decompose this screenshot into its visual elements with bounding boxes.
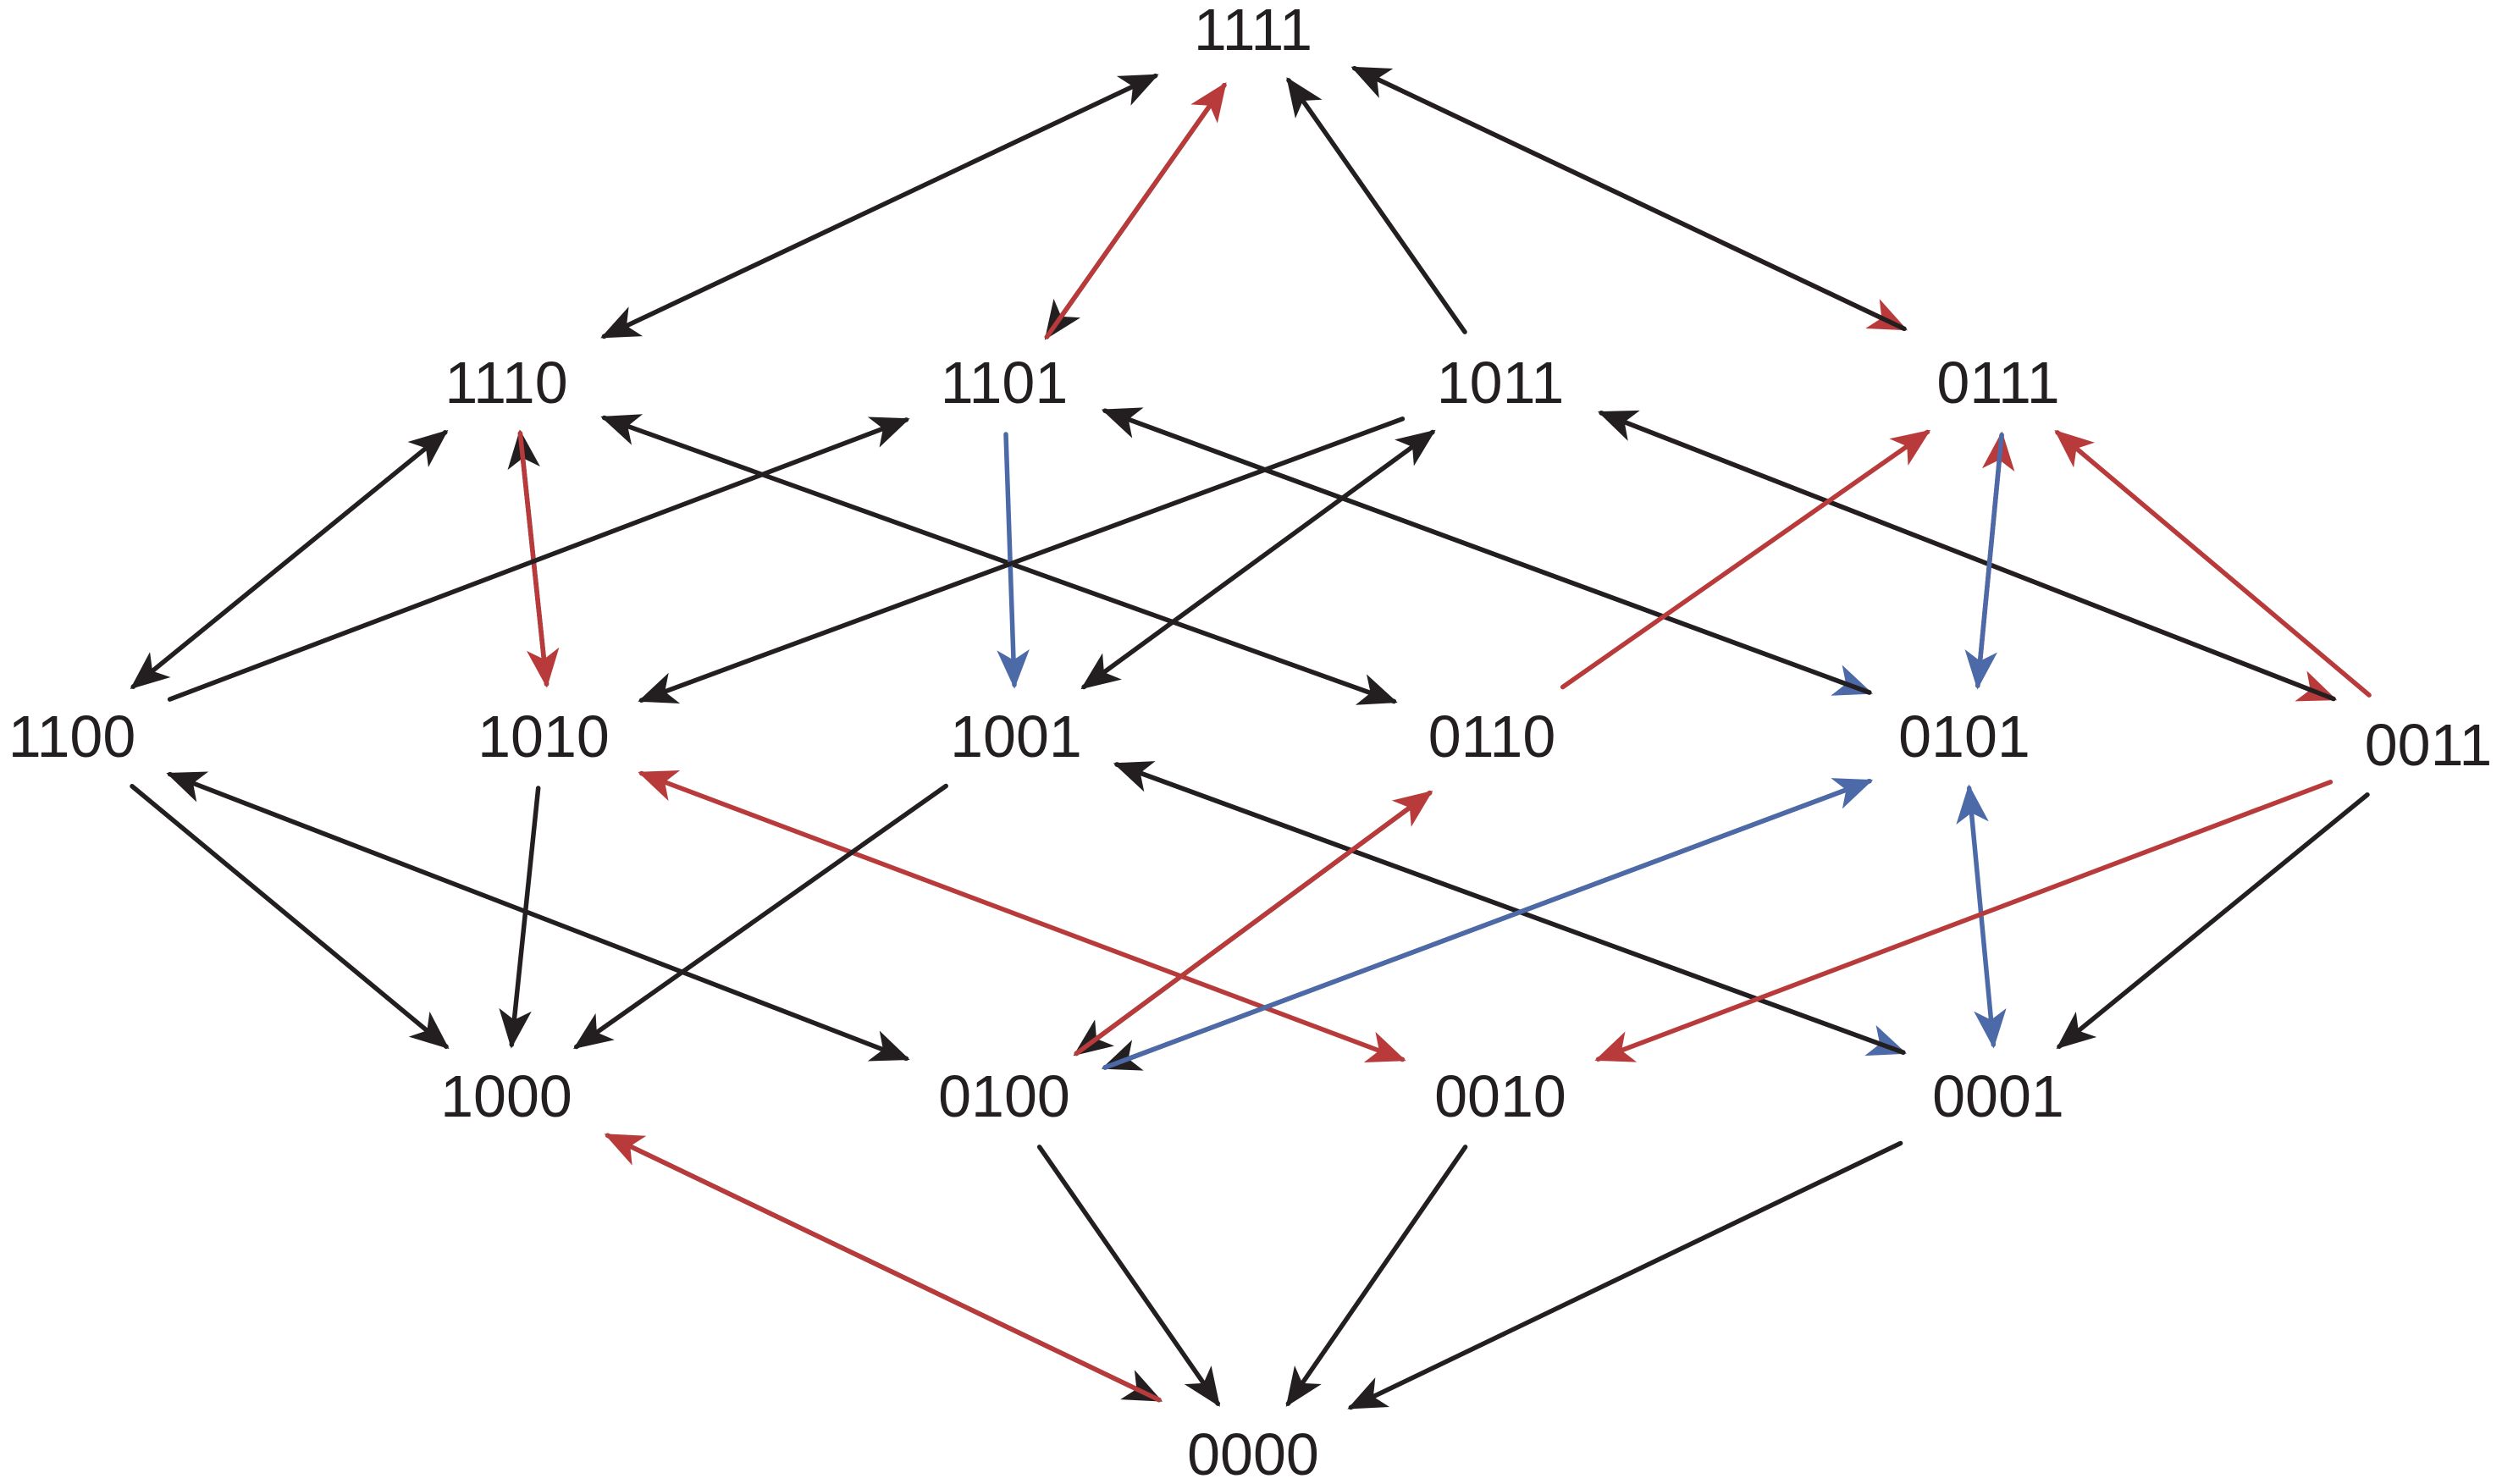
node-0101: 0101	[1898, 703, 2030, 770]
edge-1110-to-1010-red	[517, 431, 560, 688]
edge-0100-to-0101-blue	[1102, 778, 1874, 1070]
edge-1100-to-1110-black	[130, 429, 449, 690]
edge-0100-to-0110-red	[1074, 790, 1433, 1056]
node-1111: 1111	[1194, 0, 1312, 63]
edge-0001-to-0000-black	[1347, 1140, 1903, 1410]
edge-0000-to-1000-red	[604, 1133, 1162, 1403]
edge-1011-to-1010-black	[638, 417, 1406, 703]
edge-1101-to-1111-red	[1044, 81, 1227, 339]
edge-0011-to-0010-red	[1594, 780, 2334, 1062]
edge-1100-to-1101-black	[167, 417, 910, 702]
node-1010: 1010	[478, 703, 610, 770]
edge-0110-to-0111-red	[1560, 429, 1931, 690]
node-1011: 1011	[1437, 350, 1565, 416]
node-1101: 1101	[941, 350, 1069, 416]
node-1000: 1000	[440, 1063, 572, 1129]
node-0000: 0000	[1187, 1421, 1319, 1484]
edge-0011-to-0001-black	[2056, 792, 2370, 1050]
edge-1110-to-1111-black	[600, 73, 1159, 339]
edge-1110-to-0110-black	[600, 414, 1398, 705]
node-1100: 1100	[8, 703, 136, 770]
edge-1011-to-1111-black	[1286, 77, 1467, 334]
edge-1010-to-1000-black	[499, 786, 541, 1049]
edge-0010-to-0000-black	[1285, 1145, 1468, 1407]
node-0010: 0010	[1434, 1063, 1566, 1129]
edge-1001-to-1000-black	[573, 783, 948, 1050]
node-0001: 0001	[1932, 1063, 2064, 1129]
edge-1001-to-1011-black	[1080, 429, 1436, 690]
node-1110: 1110	[445, 350, 567, 416]
edge-1100-to-1000-black	[130, 784, 450, 1050]
node-0111: 0111	[1936, 350, 2059, 416]
edge-0111-to-1111-black	[1350, 65, 1907, 332]
edge-0011-to-0111-red	[2054, 429, 2372, 698]
node-0110: 0110	[1428, 703, 1556, 770]
node-1001: 1001	[950, 703, 1082, 770]
edges-layer	[130, 65, 2372, 1410]
node-0100: 0100	[938, 1063, 1070, 1129]
edge-0111-to-0101-blue	[1964, 433, 2004, 690]
edge-0001-to-1001-black	[1113, 761, 1906, 1055]
edge-1010-to-0010-red	[638, 770, 1406, 1063]
nodes-layer: 1111 1110 1101 1011 0111 1100 1010 1001 …	[8, 0, 2493, 1484]
node-0011: 0011	[2365, 712, 2493, 778]
edge-0100-to-0000-black	[1036, 1145, 1221, 1407]
edge-0011-to-1011-black	[1597, 410, 2336, 702]
edge-1101-to-1001-blue	[997, 432, 1030, 689]
edge-1100-to-0100-black	[166, 771, 910, 1062]
